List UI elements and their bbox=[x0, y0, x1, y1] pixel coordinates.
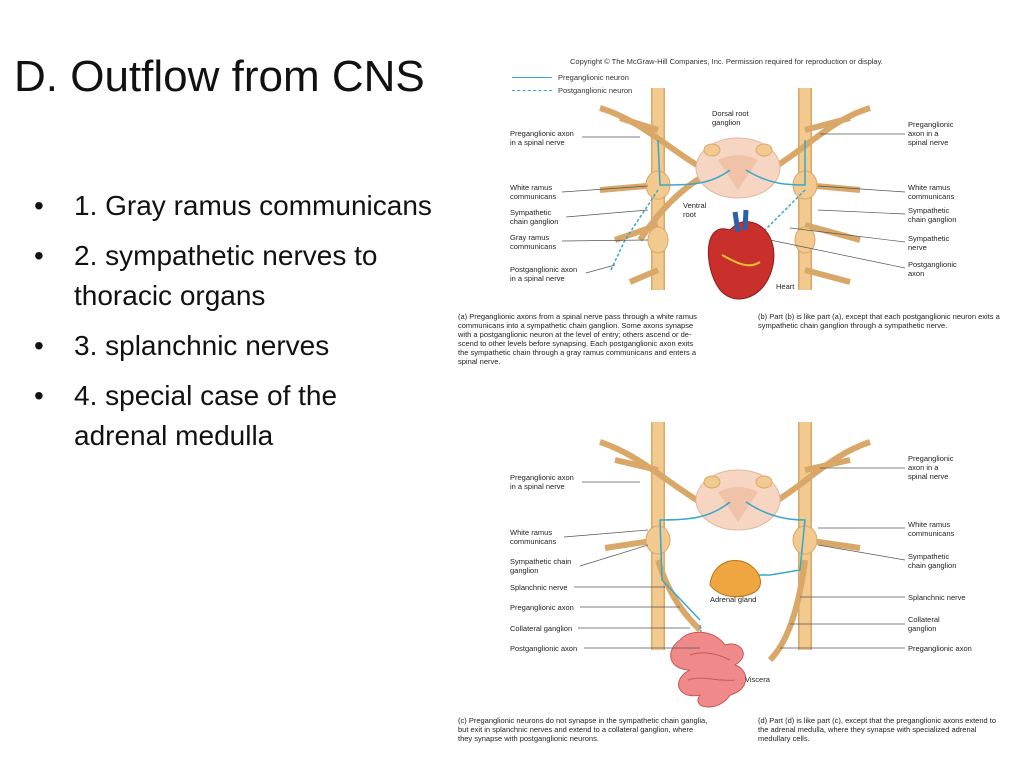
label-white-ramus-top: White ramus communicans bbox=[510, 183, 557, 201]
legend-solid-line bbox=[512, 77, 552, 78]
bullet-item: • 3. splanchnic nerves bbox=[34, 326, 434, 366]
label-postganglionic-axon-bottom: Postganglionic axon bbox=[510, 644, 578, 653]
label-white-ramus-right-top: White ramus communicans bbox=[908, 183, 955, 201]
label-white-ramus-bottom: White ramus communicans bbox=[510, 528, 557, 546]
top-panel-drawing bbox=[599, 88, 871, 300]
caption-b: (b) Part (b) is like part (a), except th… bbox=[758, 312, 1000, 330]
label-sympathetic-nerve: Sympathetic nerve bbox=[908, 234, 950, 252]
label-preganglionic-axon-bottom: Preganglionic axon in a spinal nerve bbox=[510, 473, 574, 491]
label-postganglionic-axon-top: Postganglionic axon in a spinal nerve bbox=[510, 265, 578, 283]
bullet-glyph: • bbox=[34, 190, 44, 221]
bullet-item: • 1. Gray ramus communicans bbox=[34, 186, 434, 226]
label-preganglionic-axon-right-bottom: Preganglionic axon in a spinal nerve bbox=[908, 454, 954, 481]
label-collateral-ganglion-left: Collateral ganglion bbox=[510, 624, 573, 633]
caption-d: (d) Part (d) is like part (c), except th… bbox=[758, 716, 997, 743]
caption-c: (c) Preganglionic neurons do not synapse… bbox=[458, 716, 708, 743]
bullet-text: 1. Gray ramus communicans bbox=[74, 190, 432, 221]
label-preganglionic-axon-right-top: Preganglionic axon in a spinal nerve bbox=[908, 120, 954, 147]
label-postganglionic-axon-right: Postganglionic axon bbox=[908, 260, 957, 278]
label-gray-ramus: Gray ramus communicans bbox=[510, 233, 557, 251]
bullet-text: 3. splanchnic nerves bbox=[74, 330, 330, 361]
bullet-list: • 1. Gray ramus communicans • 2. sympathet… bbox=[34, 186, 434, 466]
copyright-notice: Copyright © The McGraw-Hill Companies, I… bbox=[570, 57, 883, 66]
label-chain-ganglion-right-bottom: Sympathetic chain ganglion bbox=[908, 552, 957, 570]
preganglionic-neuron-path bbox=[657, 139, 806, 186]
bullet-item: • 4. special case of the adrenal medulla bbox=[34, 376, 434, 456]
label-preganglionic-axon-left: Preganglionic axon bbox=[510, 603, 574, 612]
bullet-glyph: • bbox=[34, 330, 44, 361]
caption-a: (a) Preganglionic axons from a spinal ne… bbox=[458, 312, 697, 366]
bottom-panel-drawing bbox=[599, 422, 871, 708]
viscera-illustration bbox=[670, 631, 747, 708]
adrenal-gland-illustration bbox=[709, 560, 761, 598]
dorsal-root-ganglion bbox=[703, 143, 721, 157]
heart-illustration bbox=[707, 209, 775, 300]
label-chain-ganglion-top: Sympathetic chain ganglion bbox=[510, 208, 559, 226]
label-leader-lines bbox=[561, 133, 906, 649]
label-heart: Heart bbox=[776, 282, 795, 291]
bullet-text: 2. sympathetic nerves to thoracic organs bbox=[74, 240, 378, 311]
label-dorsal-root-ganglion: Dorsal root ganglion bbox=[712, 109, 749, 127]
postganglionic-neuron-path bbox=[609, 189, 806, 273]
slide-title: D. Outflow from CNS bbox=[14, 52, 425, 101]
label-preganglionic-axon-top: Preganglionic axon in a spinal nerve bbox=[510, 129, 574, 147]
label-adrenal-gland: Adrenal gland bbox=[710, 595, 757, 604]
legend-dashed-line bbox=[512, 90, 552, 91]
legend-preganglionic: Preganglionic neuron bbox=[512, 73, 629, 82]
bullet-text: 4. special case of the adrenal medulla bbox=[74, 380, 338, 451]
label-chain-ganglion-right-top: Sympathetic chain ganglion bbox=[908, 206, 957, 224]
legend-label: Postganglionic neuron bbox=[558, 86, 633, 95]
right-splanchnic-nerve bbox=[767, 559, 808, 663]
label-white-ramus-right-bottom: White ramus communicans bbox=[908, 520, 955, 538]
label-chain-ganglion-bottom: Sympathetic chain ganglion bbox=[510, 557, 572, 575]
label-ventral-root: Ventral root bbox=[683, 201, 707, 219]
bullet-glyph: • bbox=[34, 240, 44, 271]
legend-label: Preganglionic neuron bbox=[558, 73, 629, 82]
label-viscera: Viscera bbox=[745, 675, 770, 684]
label-splanchnic-nerve-left: Splanchnic nerve bbox=[510, 583, 568, 592]
label-preganglionic-axon-right-lower: Preganglionic axon bbox=[908, 644, 972, 653]
bullet-glyph: • bbox=[34, 380, 44, 411]
legend-postganglionic: Postganglionic neuron bbox=[512, 86, 632, 95]
label-collateral-ganglion-right: Collateral ganglion bbox=[908, 615, 940, 633]
label-splanchnic-nerve-right: Splanchnic nerve bbox=[908, 593, 966, 602]
bullet-item: • 2. sympathetic nerves to thoracic organ… bbox=[34, 236, 434, 316]
